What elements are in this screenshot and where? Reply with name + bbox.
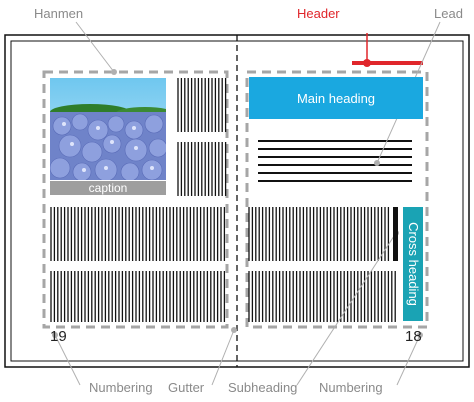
label-numbering-left: Numbering [89, 380, 153, 395]
label-gutter: Gutter [168, 380, 205, 395]
label-lead: Lead [434, 6, 463, 21]
numbering-left-leader [54, 334, 81, 386]
lead-text-lines [258, 140, 412, 182]
label-hanmen: Hanmen [34, 6, 84, 21]
label-numbering-right: Numbering [319, 380, 383, 395]
cross-heading-box [403, 207, 423, 321]
column-right-bottom [248, 271, 396, 322]
column-left-bottom [50, 271, 226, 322]
numbering-right-leader [396, 334, 421, 386]
caption-bar: caption [50, 181, 166, 195]
header-dot-marker [363, 59, 371, 67]
numbering-left-dot-marker [52, 332, 58, 338]
column-right-mid [248, 207, 390, 261]
page-number-left: 19 [50, 328, 67, 345]
page-number-right: 18 [405, 328, 422, 345]
text-columns [50, 78, 396, 322]
subheading-leader [296, 232, 397, 386]
subheading-bar [393, 207, 398, 261]
main-heading-box: Main heading [249, 77, 423, 119]
column-left-top-a [177, 78, 227, 132]
label-header: Header [297, 6, 340, 21]
column-left-mid [50, 207, 226, 261]
hydrangea-photo [50, 78, 166, 180]
gutter-leader [211, 329, 235, 386]
hanmen-dot-marker [111, 69, 117, 75]
label-subheading: Subheading [228, 380, 298, 395]
column-left-top-b [177, 142, 227, 196]
gutter-dot-marker [231, 327, 237, 333]
hanmen-frame-left [42, 70, 229, 329]
hanmen-frame-right [245, 70, 429, 329]
cross-heading-label: Cross heading [406, 222, 421, 306]
numbering-right-dot-marker [417, 332, 423, 338]
lead-dot-marker [374, 160, 380, 166]
hanmen-leader [75, 21, 115, 73]
